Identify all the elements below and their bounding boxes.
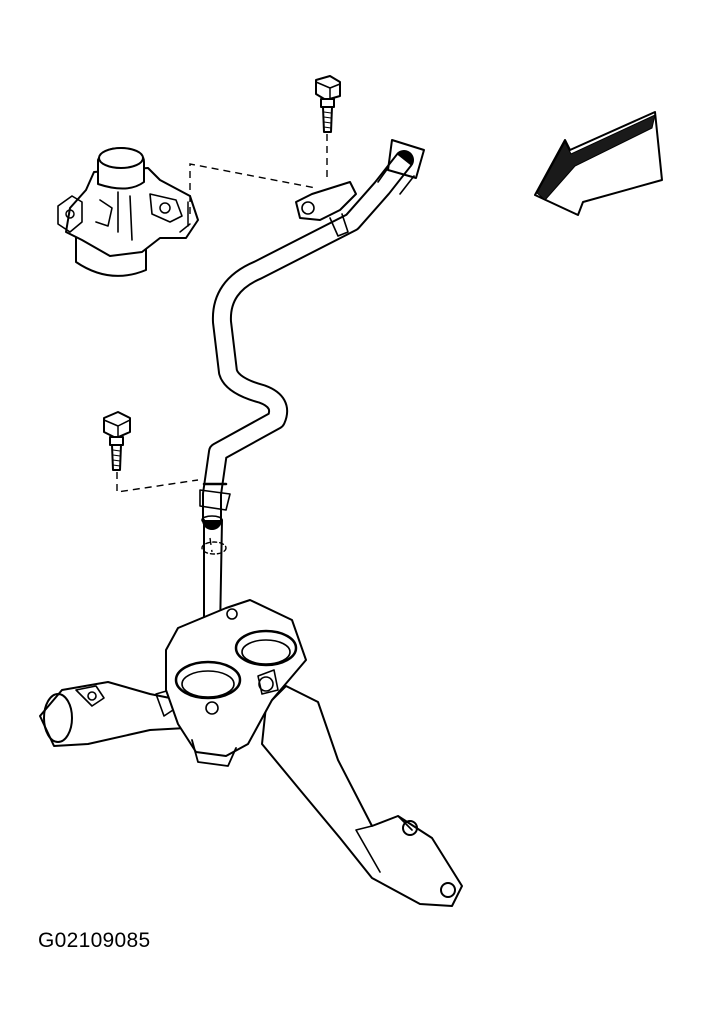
exhaust-manifold — [39, 599, 463, 907]
egr-valve — [57, 147, 317, 277]
egr-pipe — [199, 139, 425, 530]
upper-bolt-icon — [315, 75, 341, 178]
direction-arrow-icon — [534, 111, 663, 216]
lower-bolt-icon — [103, 411, 199, 493]
figure-code-label: G02109085 — [38, 929, 151, 952]
